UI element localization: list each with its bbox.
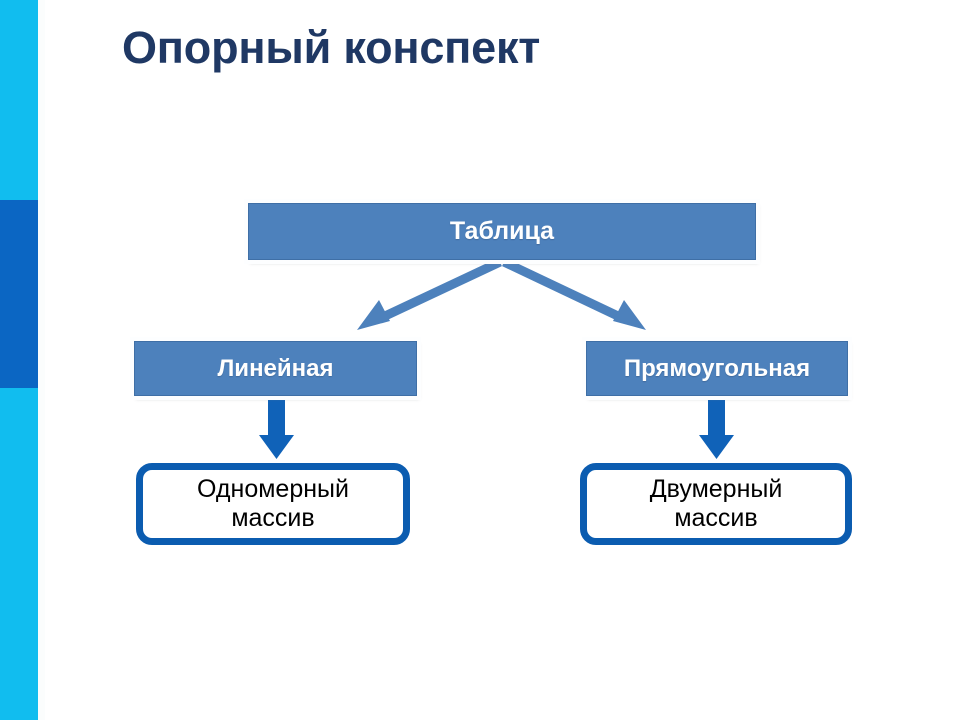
node-array-2d-line2: массив bbox=[674, 504, 758, 532]
node-linear[interactable]: Линейная bbox=[134, 341, 417, 396]
node-array-2d-line1: Двумерный bbox=[649, 475, 783, 503]
node-array-1d-line2: массив bbox=[231, 504, 315, 532]
edge-tablica-to-linear bbox=[357, 257, 502, 330]
node-array-1d-line1: Одномерный bbox=[197, 475, 349, 503]
edge-tablica-to-rectangular bbox=[502, 257, 646, 330]
edge-linear-to-array1d bbox=[259, 400, 294, 459]
node-array-1d[interactable]: Одномерный массив bbox=[136, 463, 410, 545]
edge-rectangular-to-array2d bbox=[699, 400, 734, 459]
node-tablica[interactable]: Таблица bbox=[248, 203, 756, 260]
node-rectangular[interactable]: Прямоугольная bbox=[586, 341, 848, 396]
stripe-gutter bbox=[38, 0, 45, 720]
node-array-2d-label: Двумерный массив bbox=[650, 475, 783, 533]
node-rectangular-label: Прямоугольная bbox=[623, 354, 811, 382]
page-title: Опорный конспект bbox=[122, 22, 541, 73]
stripe-segment-middle bbox=[0, 200, 38, 388]
decorative-sidebar-stripe bbox=[0, 0, 38, 720]
stripe-segment-bottom bbox=[0, 388, 38, 720]
node-array-2d[interactable]: Двумерный массив bbox=[580, 463, 852, 545]
node-linear-label: Линейная bbox=[217, 354, 334, 382]
node-array-1d-label: Одномерный массив bbox=[197, 475, 349, 533]
stripe-segment-top bbox=[0, 0, 38, 200]
node-tablica-label: Таблица bbox=[449, 217, 555, 245]
